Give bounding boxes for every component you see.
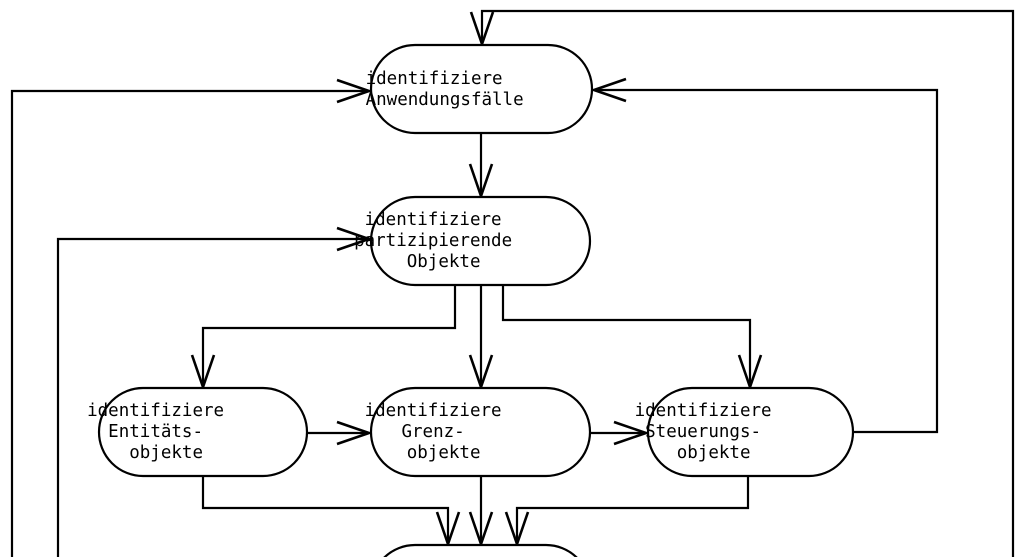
node-label-anwendungsfaelle: identifiziere Anwendungsfälle [366,69,598,110]
node-identifiziere-steuerungsobjekte[interactable]: identifiziere Steuerungs- objekte [635,386,867,478]
edge-entitaets-to-bottom [201,476,461,548]
node-identifiziere-anwendungsfaelle[interactable]: identifiziere Anwendungsfälle [366,43,598,135]
node-label-grenz: identifiziere Grenz- objekte [365,401,597,463]
edge-grenz-to-steuerungs [590,420,650,446]
edge-partizipierende-to-grenz [468,285,494,391]
edge-leftloop-inner-to-partizipierende [56,226,373,557]
edge-anwendungsfaelle-to-partizipierende [468,133,494,200]
node-shape-entitaets [97,386,309,478]
node-identifiziere-entitaetsobjekte[interactable]: identifiziere Entitäts- objekte [87,386,319,478]
node-shape-anwendungsfaelle [369,43,594,135]
edge-steuerungs-feedback-to-anwendungsfaelle [590,77,939,434]
node-label-entitaets: identifiziere Entitäts- objekte [87,401,319,463]
edge-entitaets-to-grenz [307,420,373,446]
edge-partizipierende-to-steuerungs [501,285,763,391]
node-identifiziere-grenzobjekte[interactable]: identifiziere Grenz- objekte [365,386,597,478]
node-label-partizipierende: identifiziere partizipierende Objekte [354,210,607,272]
node-identifiziere-partizipierende-objekte[interactable]: identifiziere partizipierende Objekte [354,195,607,287]
node-shape-grenz [369,386,592,478]
edge-leftloop-outer-to-anwendungsfaelle [10,78,373,557]
node-shape-steuerungs [646,386,855,478]
edge-partizipierende-to-entitaets [190,285,457,391]
node-shape-partizipierende [369,195,592,287]
node-bottom-partial[interactable] [371,543,590,557]
node-shape-bottom-partial [383,543,578,557]
edge-grenz-to-bottom [468,476,494,548]
edge-steuerungs-to-bottom [504,476,750,548]
node-label-steuerungs: identifiziere Steuerungs- objekte [635,401,867,463]
